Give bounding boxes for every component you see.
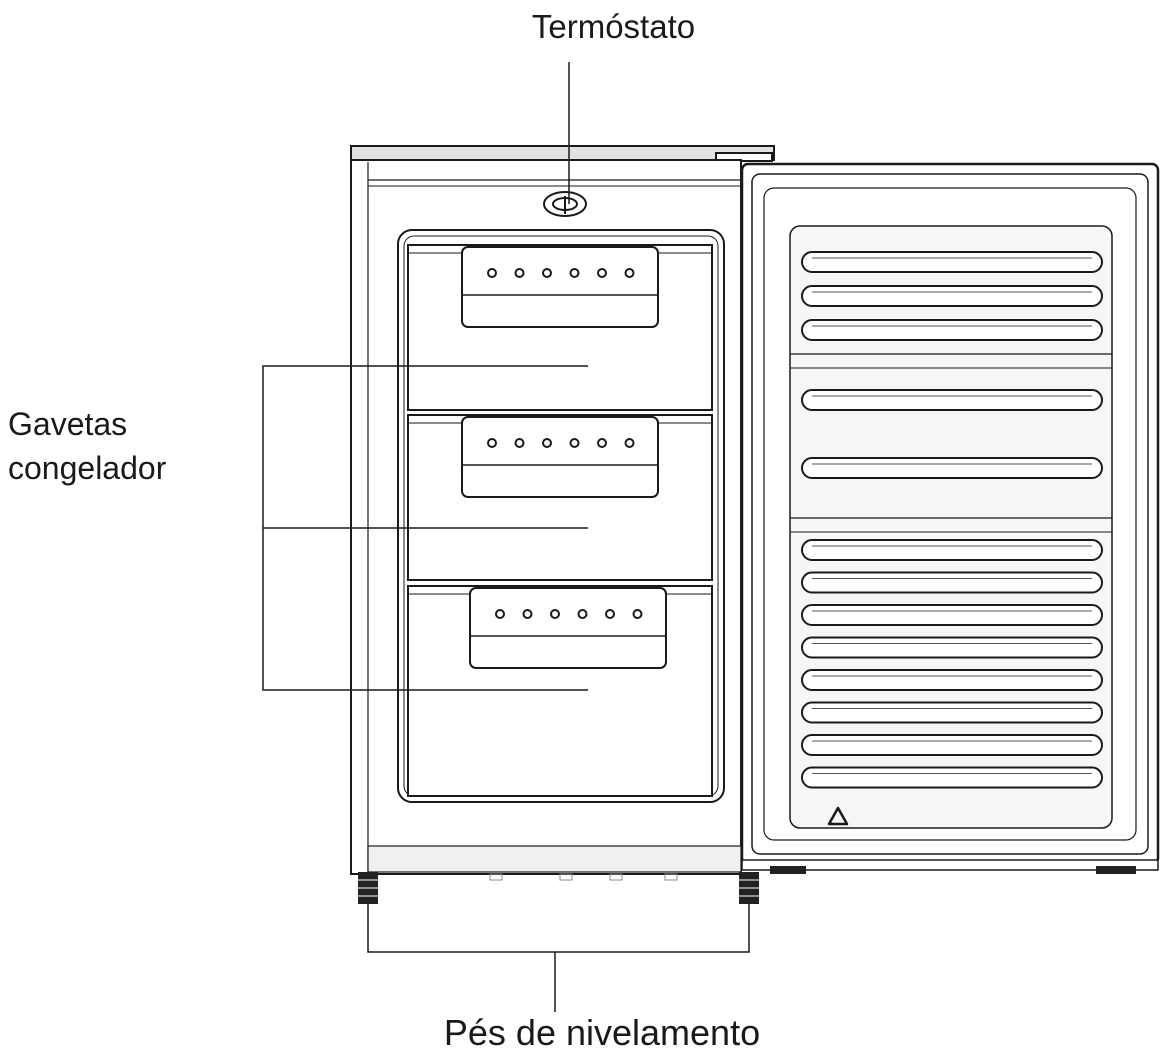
door-shelf: [801, 571, 1103, 594]
drawer-handle-hole: [605, 609, 615, 619]
freezer-drawer-1: [407, 244, 713, 411]
drawer-handle-hole: [514, 268, 525, 278]
freezer-drawers-label-line2: congelador: [8, 450, 167, 486]
drawer-handle-hole: [624, 268, 635, 278]
thermostat-knob-icon: [543, 191, 587, 217]
drawer-handle-hole: [487, 268, 497, 278]
door-shelf-group-1: [801, 251, 1103, 341]
drawer-handle: [469, 587, 667, 669]
door-shelf: [801, 251, 1103, 273]
base-vents: [489, 873, 678, 881]
door-shelf-group-2: [801, 389, 1103, 479]
drawer-handle-hole: [632, 609, 643, 619]
freezer-drawer-2: [407, 414, 713, 581]
freezer-drawers-label-line1: Gavetas: [8, 406, 128, 442]
door-shelves-group: [790, 251, 1112, 789]
door-shelf-group-3: [801, 539, 1103, 789]
drawer-handle-hole: [542, 438, 552, 448]
drawer-handle: [461, 246, 659, 328]
door-shelf: [801, 604, 1103, 626]
freezer-compartment: [397, 229, 725, 803]
drawer-handle-hole: [569, 268, 580, 278]
door-foot-right: [1096, 866, 1136, 874]
freezer-drawers-label: Gavetas congelador: [8, 402, 166, 490]
leveling-feet: [358, 872, 759, 904]
cabinet-base-plinth: [367, 845, 742, 873]
door-hinge: [715, 152, 773, 162]
door-gasket-inner: [763, 187, 1137, 841]
drawer-handle-hole: [577, 609, 588, 619]
door-shelf: [801, 734, 1103, 756]
door-gasket: [751, 173, 1149, 855]
drawer-handle: [461, 416, 659, 498]
feet-leader-bracket: [367, 904, 750, 953]
drawer-handle-hole: [550, 609, 560, 619]
drawer-handle-hole: [487, 438, 497, 448]
drawer-handle-hole: [597, 438, 607, 448]
drawers-group: [407, 244, 713, 797]
leveling-feet-label: Pés de nivelamento: [443, 1012, 761, 1053]
recycle-icon: [827, 806, 849, 826]
drawer-handle-hole: [569, 438, 580, 448]
door-shelf: [801, 701, 1103, 724]
drawer-handle-hole: [495, 609, 505, 619]
door-shelf: [801, 669, 1103, 691]
leader-lines: [262, 62, 750, 1012]
drawer-handle-hole: [542, 268, 552, 278]
door-foot-left: [770, 866, 806, 874]
door-shelf: [801, 285, 1103, 307]
door-bottom-strip: [741, 859, 1159, 871]
thermostat-label: Termóstato: [531, 8, 696, 45]
drawer-handle-hole: [514, 438, 525, 448]
drawer-handle-hole: [624, 438, 635, 448]
door-shelf: [801, 766, 1103, 789]
door-shelf: [801, 636, 1103, 659]
door-shelf: [801, 319, 1103, 341]
leveling-foot-threads: [358, 879, 759, 897]
cabinet-top: [350, 145, 775, 161]
door-shelf: [801, 457, 1103, 479]
door-shelf: [801, 539, 1103, 561]
freezer-drawer-3: [407, 585, 713, 797]
drawer-handle-hole: [522, 609, 533, 619]
drawer-handle-hole: [597, 268, 607, 278]
door-shelf: [801, 389, 1103, 411]
